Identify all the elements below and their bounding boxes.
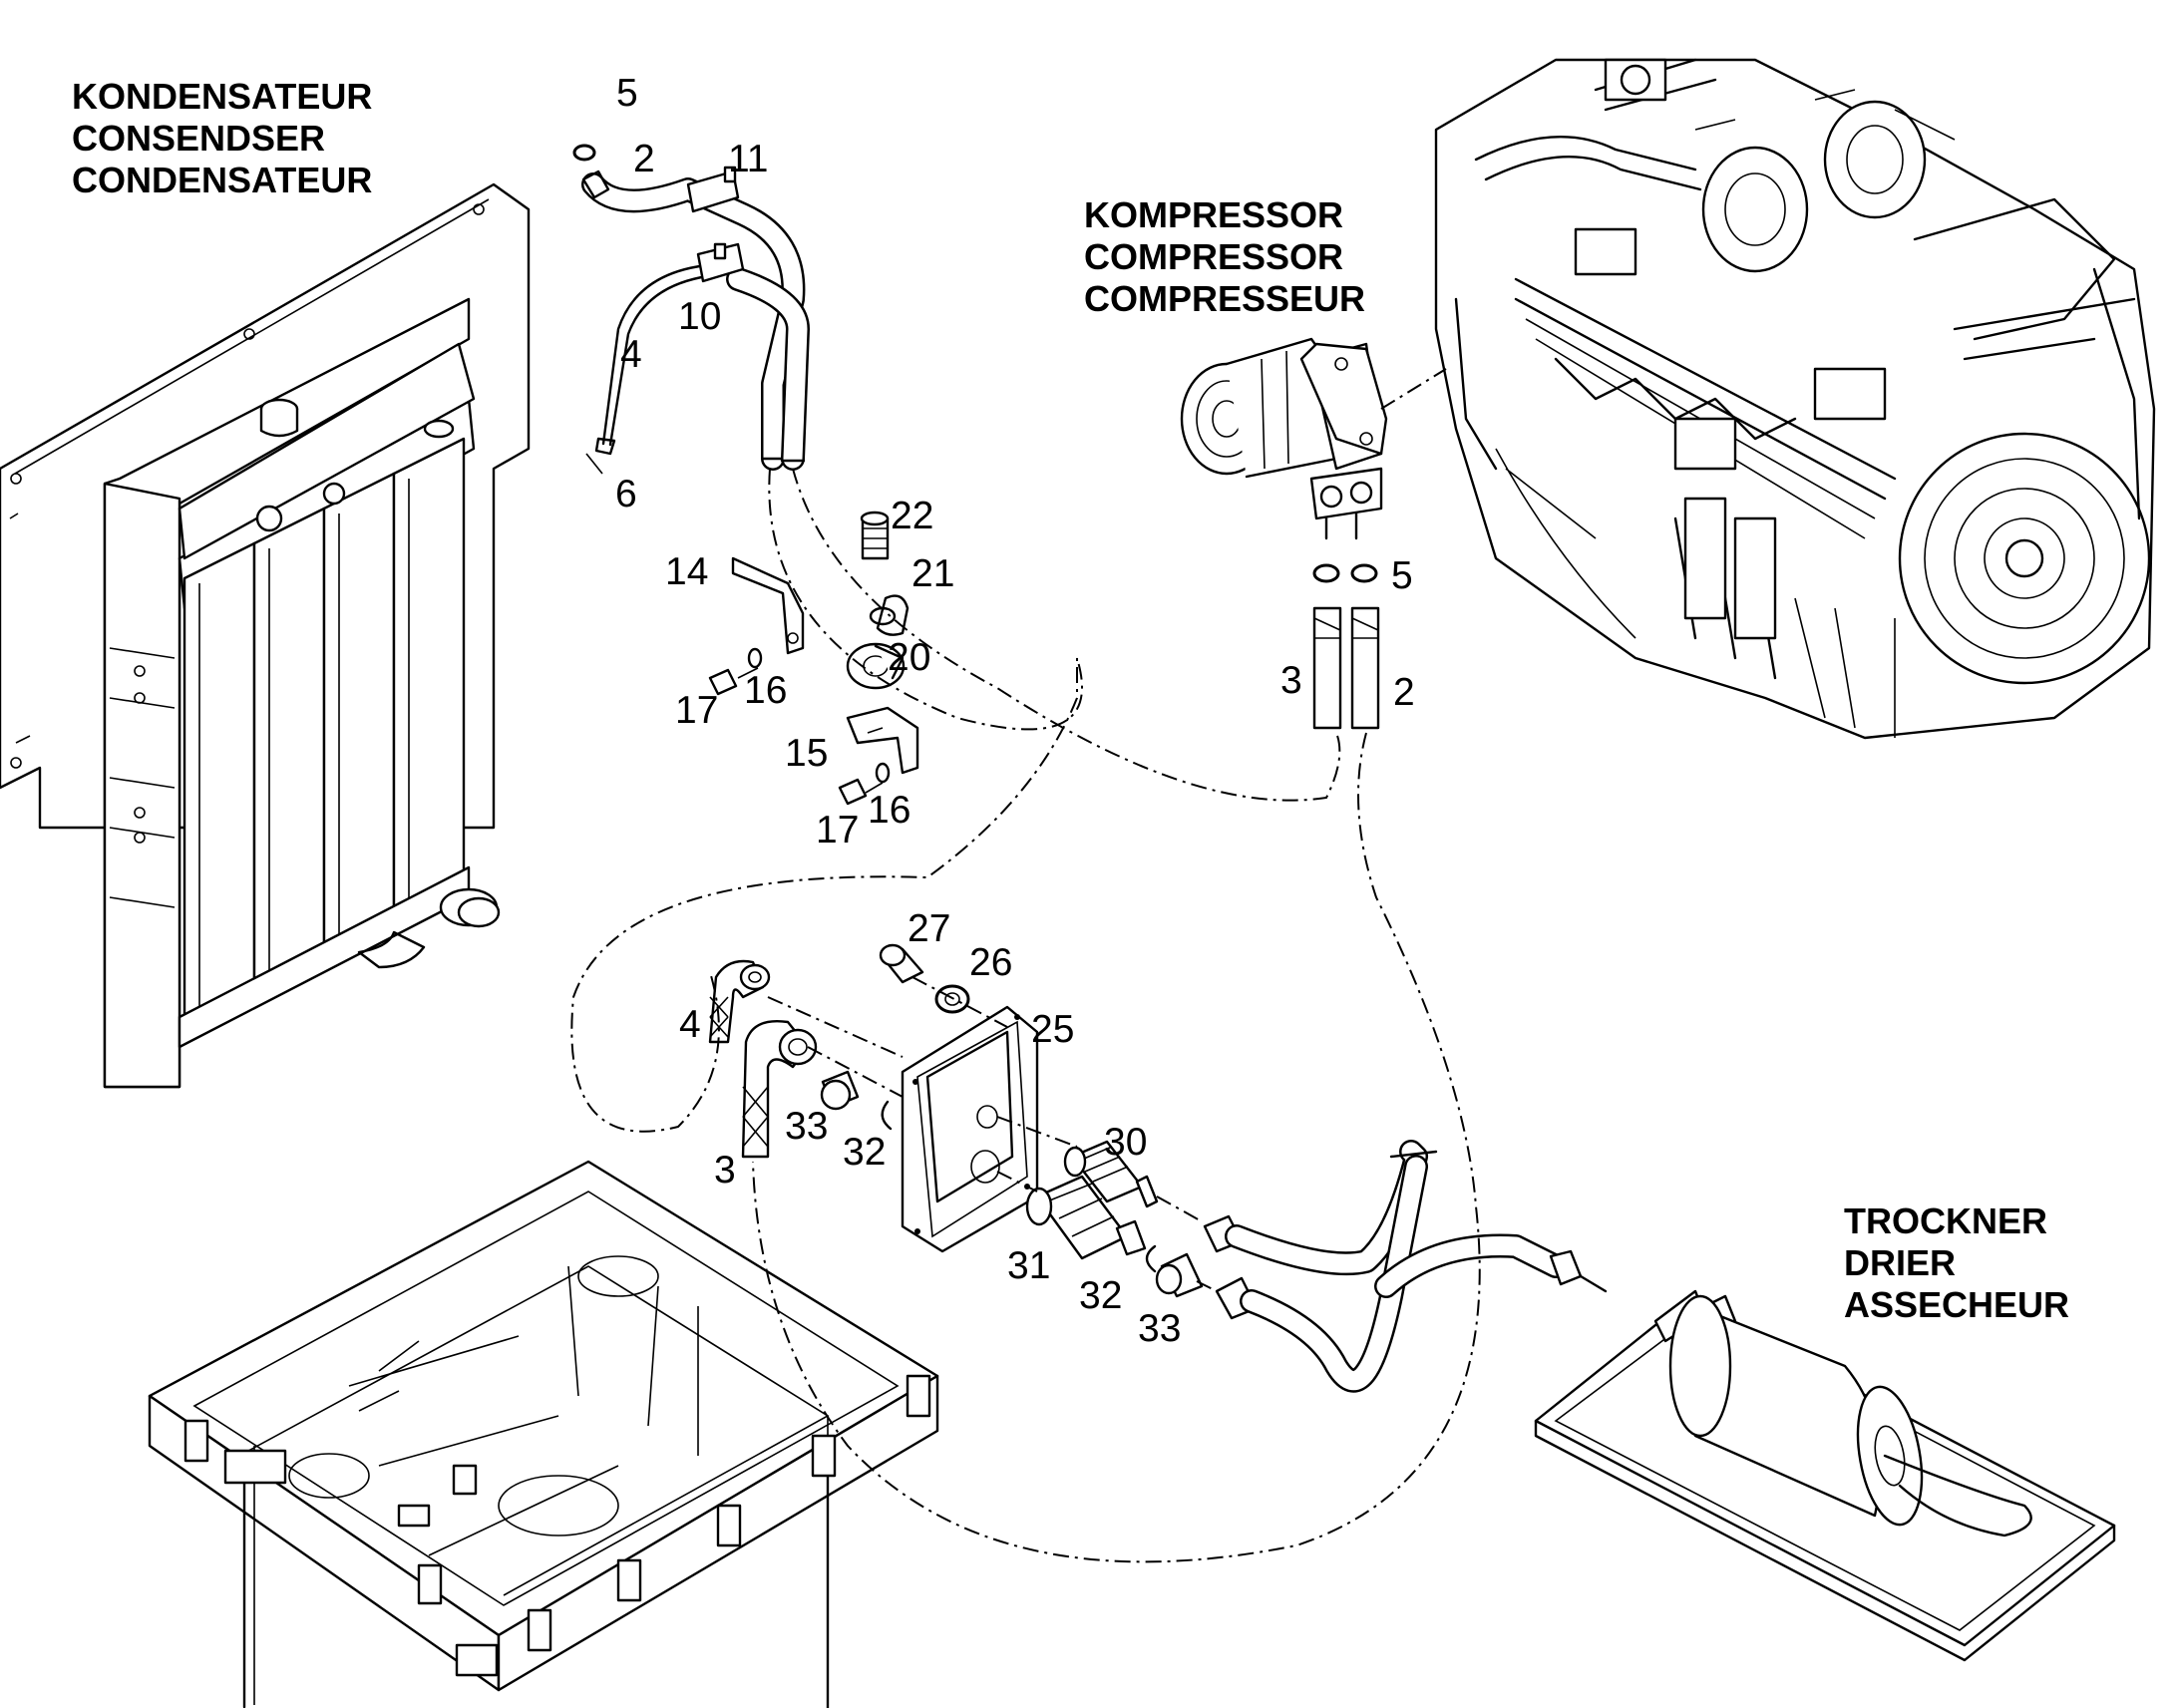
compressor [1180, 337, 1388, 730]
callout-2-hose-top: 2 [633, 138, 655, 180]
callout-26-washer: 26 [969, 941, 1012, 984]
condenser-caption: KONDENSATEUR CONSENDSER CONDENSATEUR [72, 76, 372, 200]
callout-32-ring-lower: 32 [1079, 1274, 1122, 1317]
callout-11-clamp: 11 [728, 138, 769, 180]
callout-17-screw-lower: 17 [816, 809, 859, 852]
callout-3-hose-compressor: 3 [1280, 659, 1302, 702]
callout-4-elbow: 4 [679, 1003, 701, 1046]
callout-32-ring-upper: 32 [843, 1131, 886, 1174]
condenser-label-en: CONSENDSER [72, 118, 325, 159]
drier-caption: TROCKNER DRIER ASSECHEUR [1844, 1200, 2069, 1325]
callout-4-hose-top: 4 [620, 333, 642, 376]
callout-20-clamp: 20 [888, 636, 930, 679]
callout-14-bracket: 14 [665, 550, 708, 593]
diesel-engine [1434, 58, 2156, 740]
compressor-caption: KOMPRESSOR COMPRESSOR COMPRESSEUR [1084, 194, 1365, 319]
drier-label-en: DRIER [1844, 1242, 1956, 1283]
callout-22-screw: 22 [891, 495, 933, 537]
callout-27-screw: 27 [908, 907, 950, 950]
drier-hoses [1225, 1140, 1608, 1393]
frame-lugs [183, 1374, 931, 1677]
compressor-label-en: COMPRESSOR [1084, 236, 1343, 277]
drier [1534, 1289, 2116, 1662]
callout-6-seal: 6 [615, 473, 637, 515]
bulkhead-fittings [708, 943, 1259, 1320]
callout-25-plate: 25 [1031, 1008, 1074, 1051]
callout-33-fitting-lower: 33 [1138, 1307, 1181, 1350]
callout-16-washer-upper: 16 [744, 669, 787, 712]
callout-15-bracket: 15 [785, 732, 828, 775]
compressor-label-de: KOMPRESSOR [1084, 194, 1343, 235]
callout-17-screw-upper: 17 [675, 689, 718, 732]
upper-hose-set [572, 144, 810, 475]
condenser-assembly [0, 182, 531, 1089]
callout-30-coupling: 30 [1104, 1121, 1147, 1164]
drier-label-fr: ASSECHEUR [1844, 1284, 2069, 1325]
callout-21-clamp: 21 [911, 552, 954, 595]
hose-routing-lines [570, 368, 1481, 1563]
callout-3-elbow: 3 [714, 1149, 736, 1192]
compressor-label-fr: COMPRESSEUR [1084, 278, 1365, 319]
callout-10-clamp: 10 [678, 295, 721, 338]
callout-5-oring-top: 5 [616, 72, 638, 115]
drier-label-de: TROCKNER [1844, 1200, 2047, 1241]
callout-5-oring-compressor: 5 [1391, 554, 1413, 597]
condenser-label-de: KONDENSATEUR [72, 76, 372, 117]
bracket-clamp-set [708, 511, 919, 806]
callout-33-fitting-upper: 33 [785, 1105, 828, 1148]
callout-16-washer-lower: 16 [868, 789, 910, 832]
callout-31-coupling: 31 [1007, 1244, 1050, 1287]
base-frame [148, 1160, 939, 1708]
part-callouts: 5 2 11 10 4 6 22 14 21 20 17 16 15 16 17… [615, 72, 1415, 1350]
condenser-label-fr: CONDENSATEUR [72, 160, 372, 200]
callout-2-hose-compressor: 2 [1393, 671, 1415, 714]
